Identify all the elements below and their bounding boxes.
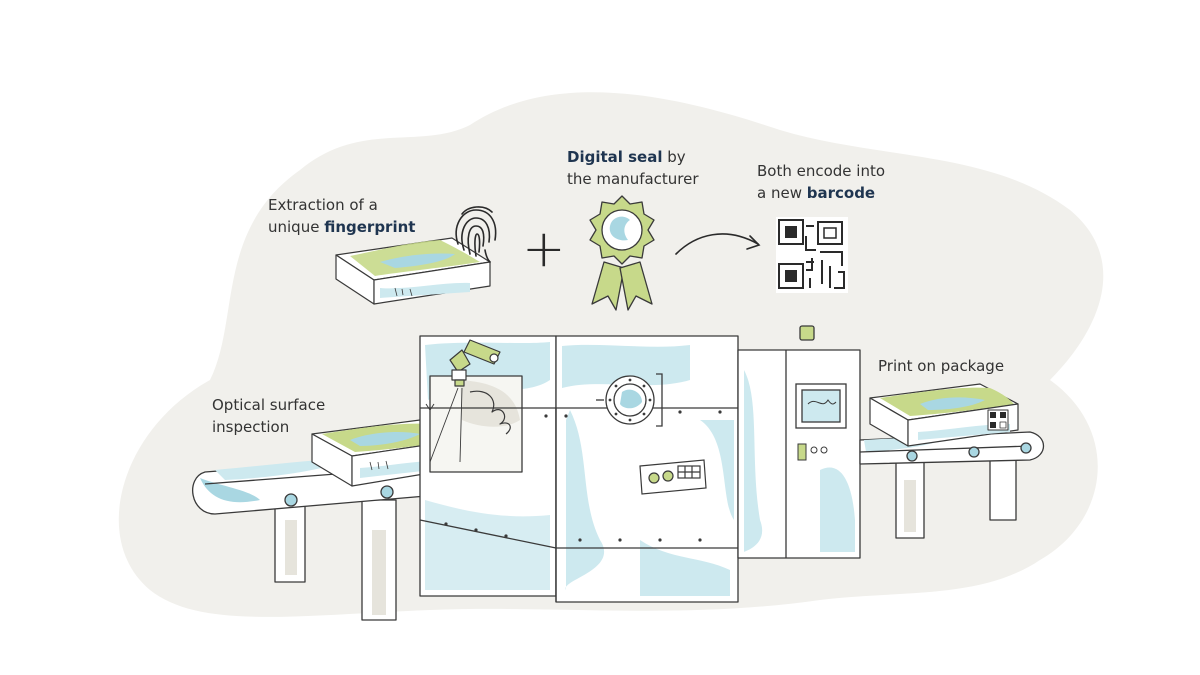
barcode-keyword: barcode (806, 184, 876, 202)
fingerprint-caption-line1: Extraction of a (268, 196, 378, 214)
arrow-icon (675, 233, 761, 255)
plus-symbol: + (522, 219, 566, 279)
seal-keyword: Digital seal (567, 148, 663, 166)
barcode-caption: Both encode into a new barcode (757, 160, 885, 204)
main-machine (419, 335, 739, 603)
print-caption: Print on package (878, 357, 1005, 375)
printer-cabinet (737, 325, 861, 559)
seal-caption-line2: the manufacturer (567, 170, 699, 188)
optical-caption-line2: inspection (212, 418, 290, 436)
seal-caption-suffix: by (662, 148, 686, 166)
control-panel (639, 459, 707, 495)
barcode-caption-line2: a new barcode (757, 182, 885, 204)
barcode-caption-line1: Both encode into (757, 162, 886, 180)
qr-code-icon (776, 217, 848, 293)
optical-caption: Optical surface inspection (212, 394, 325, 438)
seal-caption: Digital seal by the manufacturer (567, 146, 699, 190)
fingerprint-caption: Extraction of a unique fingerprint (268, 194, 415, 238)
fingerprint-caption-prefix: unique (268, 218, 325, 236)
optical-caption-line1: Optical surface (212, 396, 326, 414)
fingerprint-box (335, 237, 491, 305)
monitor-icon (795, 383, 847, 461)
fingerprint-keyword: fingerprint (324, 218, 416, 236)
printed-box (869, 383, 1019, 447)
fingerprint-caption-line2: unique fingerprint (268, 216, 415, 238)
porthole-icon (596, 373, 663, 427)
camera-icon (425, 339, 511, 463)
seal-rosette-icon (589, 195, 655, 311)
fingerprint-icon (455, 206, 497, 263)
barcode-caption-prefix: a new (757, 184, 807, 202)
seal-caption-line1: Digital seal by (567, 146, 699, 168)
